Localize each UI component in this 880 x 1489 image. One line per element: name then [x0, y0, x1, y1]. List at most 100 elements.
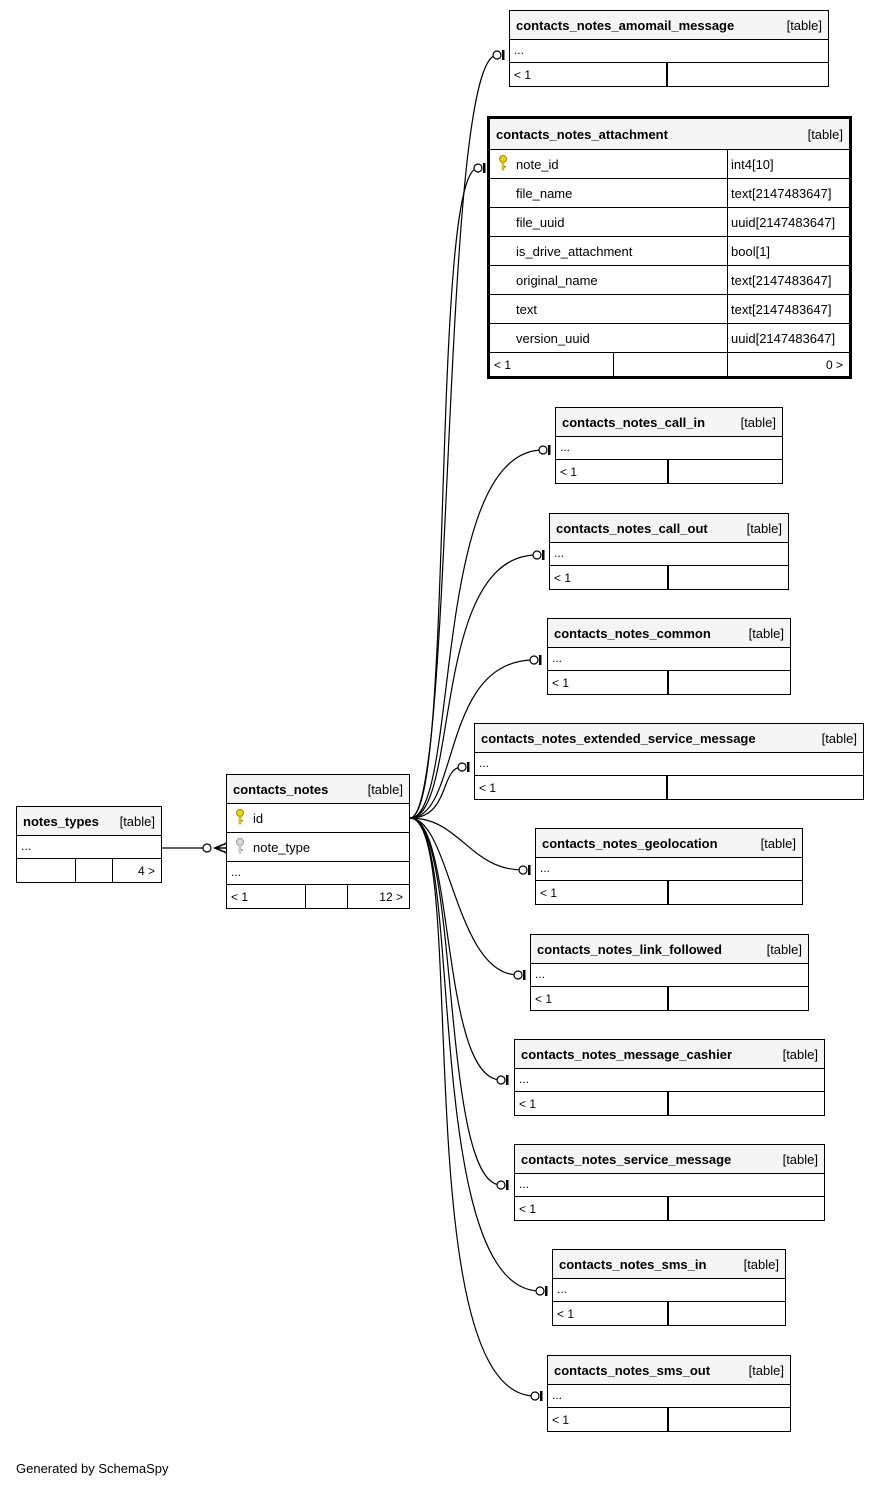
column-row[interactable]: note_id int4[10] [490, 150, 849, 179]
footer-spacer [668, 1197, 669, 1220]
table-footer: < 1 [475, 776, 863, 799]
table-contacts-notes[interactable]: contacts_notes [table] id note_type ... … [226, 774, 410, 909]
footer-children [669, 460, 782, 483]
column-name: id [253, 810, 264, 826]
table-header: contacts_notes_amomail_message[table] [510, 11, 828, 40]
footer-spacer [667, 776, 668, 799]
table-header: contacts_notes_call_in[table] [556, 408, 782, 437]
table-header: contacts_notes [table] [227, 775, 409, 804]
footer-spacer [668, 1408, 669, 1431]
table-notes-types[interactable]: notes_types [table] ... 4 > [16, 806, 162, 883]
table-contacts-notes-extended-service-message[interactable]: contacts_notes_extended_service_message[… [474, 723, 864, 800]
footer-spacer [668, 881, 669, 904]
column-row[interactable]: original_name text[2147483647] [490, 266, 849, 295]
table-ellipsis: ... [17, 836, 161, 859]
table-contacts-notes-service-message[interactable]: contacts_notes_service_message[table]...… [514, 1144, 825, 1221]
column-row[interactable]: id [227, 804, 409, 833]
optional-marker-icon [496, 1075, 506, 1085]
optional-marker-icon [513, 970, 523, 980]
table-contacts-notes-link-followed[interactable]: contacts_notes_link_followed[table]...< … [530, 934, 809, 1011]
table-kind: [table] [367, 781, 403, 797]
footer-parents [17, 859, 76, 882]
table-kind: [table] [748, 625, 784, 641]
table-name: contacts_notes_sms_in [559, 1256, 707, 1272]
edge-notes-types-optional-icon [202, 843, 212, 853]
column-row[interactable]: text text[2147483647] [490, 295, 849, 324]
table-contacts-notes-amomail-message[interactable]: contacts_notes_amomail_message[table]...… [509, 10, 829, 87]
one-marker-icon [540, 1391, 543, 1401]
table-kind: [table] [743, 1256, 779, 1272]
one-marker-icon [483, 163, 486, 173]
table-header: contacts_notes_message_cashier [table] [515, 1040, 824, 1069]
footer-children [669, 1302, 785, 1325]
footer-spacer [668, 671, 669, 694]
column-row[interactable]: is_drive_attachment bool[1] [490, 237, 849, 266]
table-kind: [table] [748, 1362, 784, 1378]
footer-spacer [668, 1092, 669, 1115]
column-row[interactable]: note_type [227, 833, 409, 862]
table-contacts-notes-common[interactable]: contacts_notes_common[table]...< 1 [547, 618, 791, 695]
table-contacts-notes-call-out[interactable]: contacts_notes_call_out[table]...< 1 [549, 513, 789, 590]
column-name: note_id [516, 156, 559, 172]
table-name: contacts_notes_service_message [521, 1151, 732, 1167]
table-footer: < 1 [515, 1092, 824, 1115]
primary-key-icon [499, 155, 507, 171]
footer-children [669, 1197, 824, 1220]
table-header: contacts_notes_attachment [table] [490, 119, 849, 150]
edge-link-followed [409, 817, 519, 976]
edge-extended [409, 766, 463, 819]
table-header: contacts_notes_call_out[table] [550, 514, 788, 543]
generated-by-label: Generated by SchemaSpy [16, 1461, 169, 1476]
edge-sms-out [409, 817, 536, 1397]
table-kind: [table] [740, 414, 776, 430]
column-name: file_uuid [516, 214, 565, 230]
table-name: contacts_notes_geolocation [542, 835, 718, 851]
one-marker-icon [545, 1286, 548, 1296]
table-contacts-notes-call-in[interactable]: contacts_notes_call_in[table]...< 1 [555, 407, 783, 484]
optional-marker-icon [532, 550, 542, 560]
table-contacts-notes-attachment[interactable]: contacts_notes_attachment [table] note_i… [487, 116, 852, 379]
table-kind: [table] [782, 1151, 818, 1167]
table-name: contacts_notes [233, 781, 329, 797]
column-row[interactable]: version_uuid uuid[2147483647] [490, 324, 849, 353]
column-name: note_type [253, 839, 311, 855]
footer-parents: < 1 [227, 885, 306, 908]
optional-marker-icon [496, 1180, 506, 1190]
footer-parents: < 1 [556, 460, 668, 483]
footer-parents: < 1 [550, 566, 668, 589]
edge-geolocation [409, 817, 524, 871]
edge-call-out [409, 554, 538, 819]
optional-marker-icon [535, 1286, 545, 1296]
table-footer: < 1 [556, 460, 782, 483]
column-name: original_name [516, 272, 598, 288]
footer-parents: < 1 [536, 881, 668, 904]
table-header: contacts_notes_service_message [table] [515, 1145, 824, 1174]
table-kind: [table] [821, 730, 857, 746]
column-type: uuid[2147483647] [727, 208, 849, 236]
table-name: notes_types [23, 813, 99, 829]
footer-spacer [668, 460, 669, 483]
edge-service [409, 817, 502, 1186]
table-contacts-notes-geolocation[interactable]: contacts_notes_geolocation[table]...< 1 [535, 828, 803, 905]
primary-key-icon [236, 809, 244, 825]
table-ellipsis: ... [553, 1279, 785, 1302]
table-contacts-notes-sms-out[interactable]: contacts_notes_sms_out[table]...< 1 [547, 1355, 791, 1432]
table-name: contacts_notes_sms_out [554, 1362, 711, 1378]
footer-parents: < 1 [531, 987, 668, 1010]
column-row[interactable]: file_uuid uuid[2147483647] [490, 208, 849, 237]
table-kind: [table] [766, 941, 802, 957]
table-kind: [table] [782, 1046, 818, 1062]
footer-children [669, 1092, 824, 1115]
table-ellipsis: ... [548, 1385, 790, 1408]
table-contacts-notes-message-cashier[interactable]: contacts_notes_message_cashier [table]...… [514, 1039, 825, 1116]
table-contacts-notes-sms-in[interactable]: contacts_notes_sms_in[table]...< 1 [552, 1249, 786, 1326]
footer-spacer [668, 1302, 669, 1325]
edge-attachment [409, 167, 479, 819]
one-marker-icon [528, 865, 531, 875]
table-name: contacts_notes_message_cashier [521, 1046, 733, 1062]
column-row[interactable]: file_name text[2147483647] [490, 179, 849, 208]
table-ellipsis: ... [475, 753, 863, 776]
table-ellipsis: ... [515, 1069, 824, 1092]
table-kind: [table] [760, 835, 796, 851]
